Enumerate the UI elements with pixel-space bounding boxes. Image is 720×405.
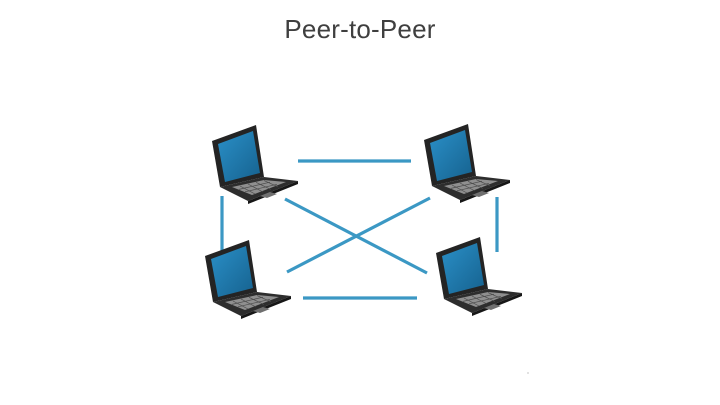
laptop-icon (211, 124, 299, 205)
laptop-icon (423, 123, 511, 204)
link-diagonal-up (286, 196, 431, 274)
laptop-icon (204, 239, 292, 320)
page-title: Peer-to-Peer (284, 14, 436, 44)
decorative-dot (527, 372, 529, 374)
laptop-icon (435, 236, 523, 317)
